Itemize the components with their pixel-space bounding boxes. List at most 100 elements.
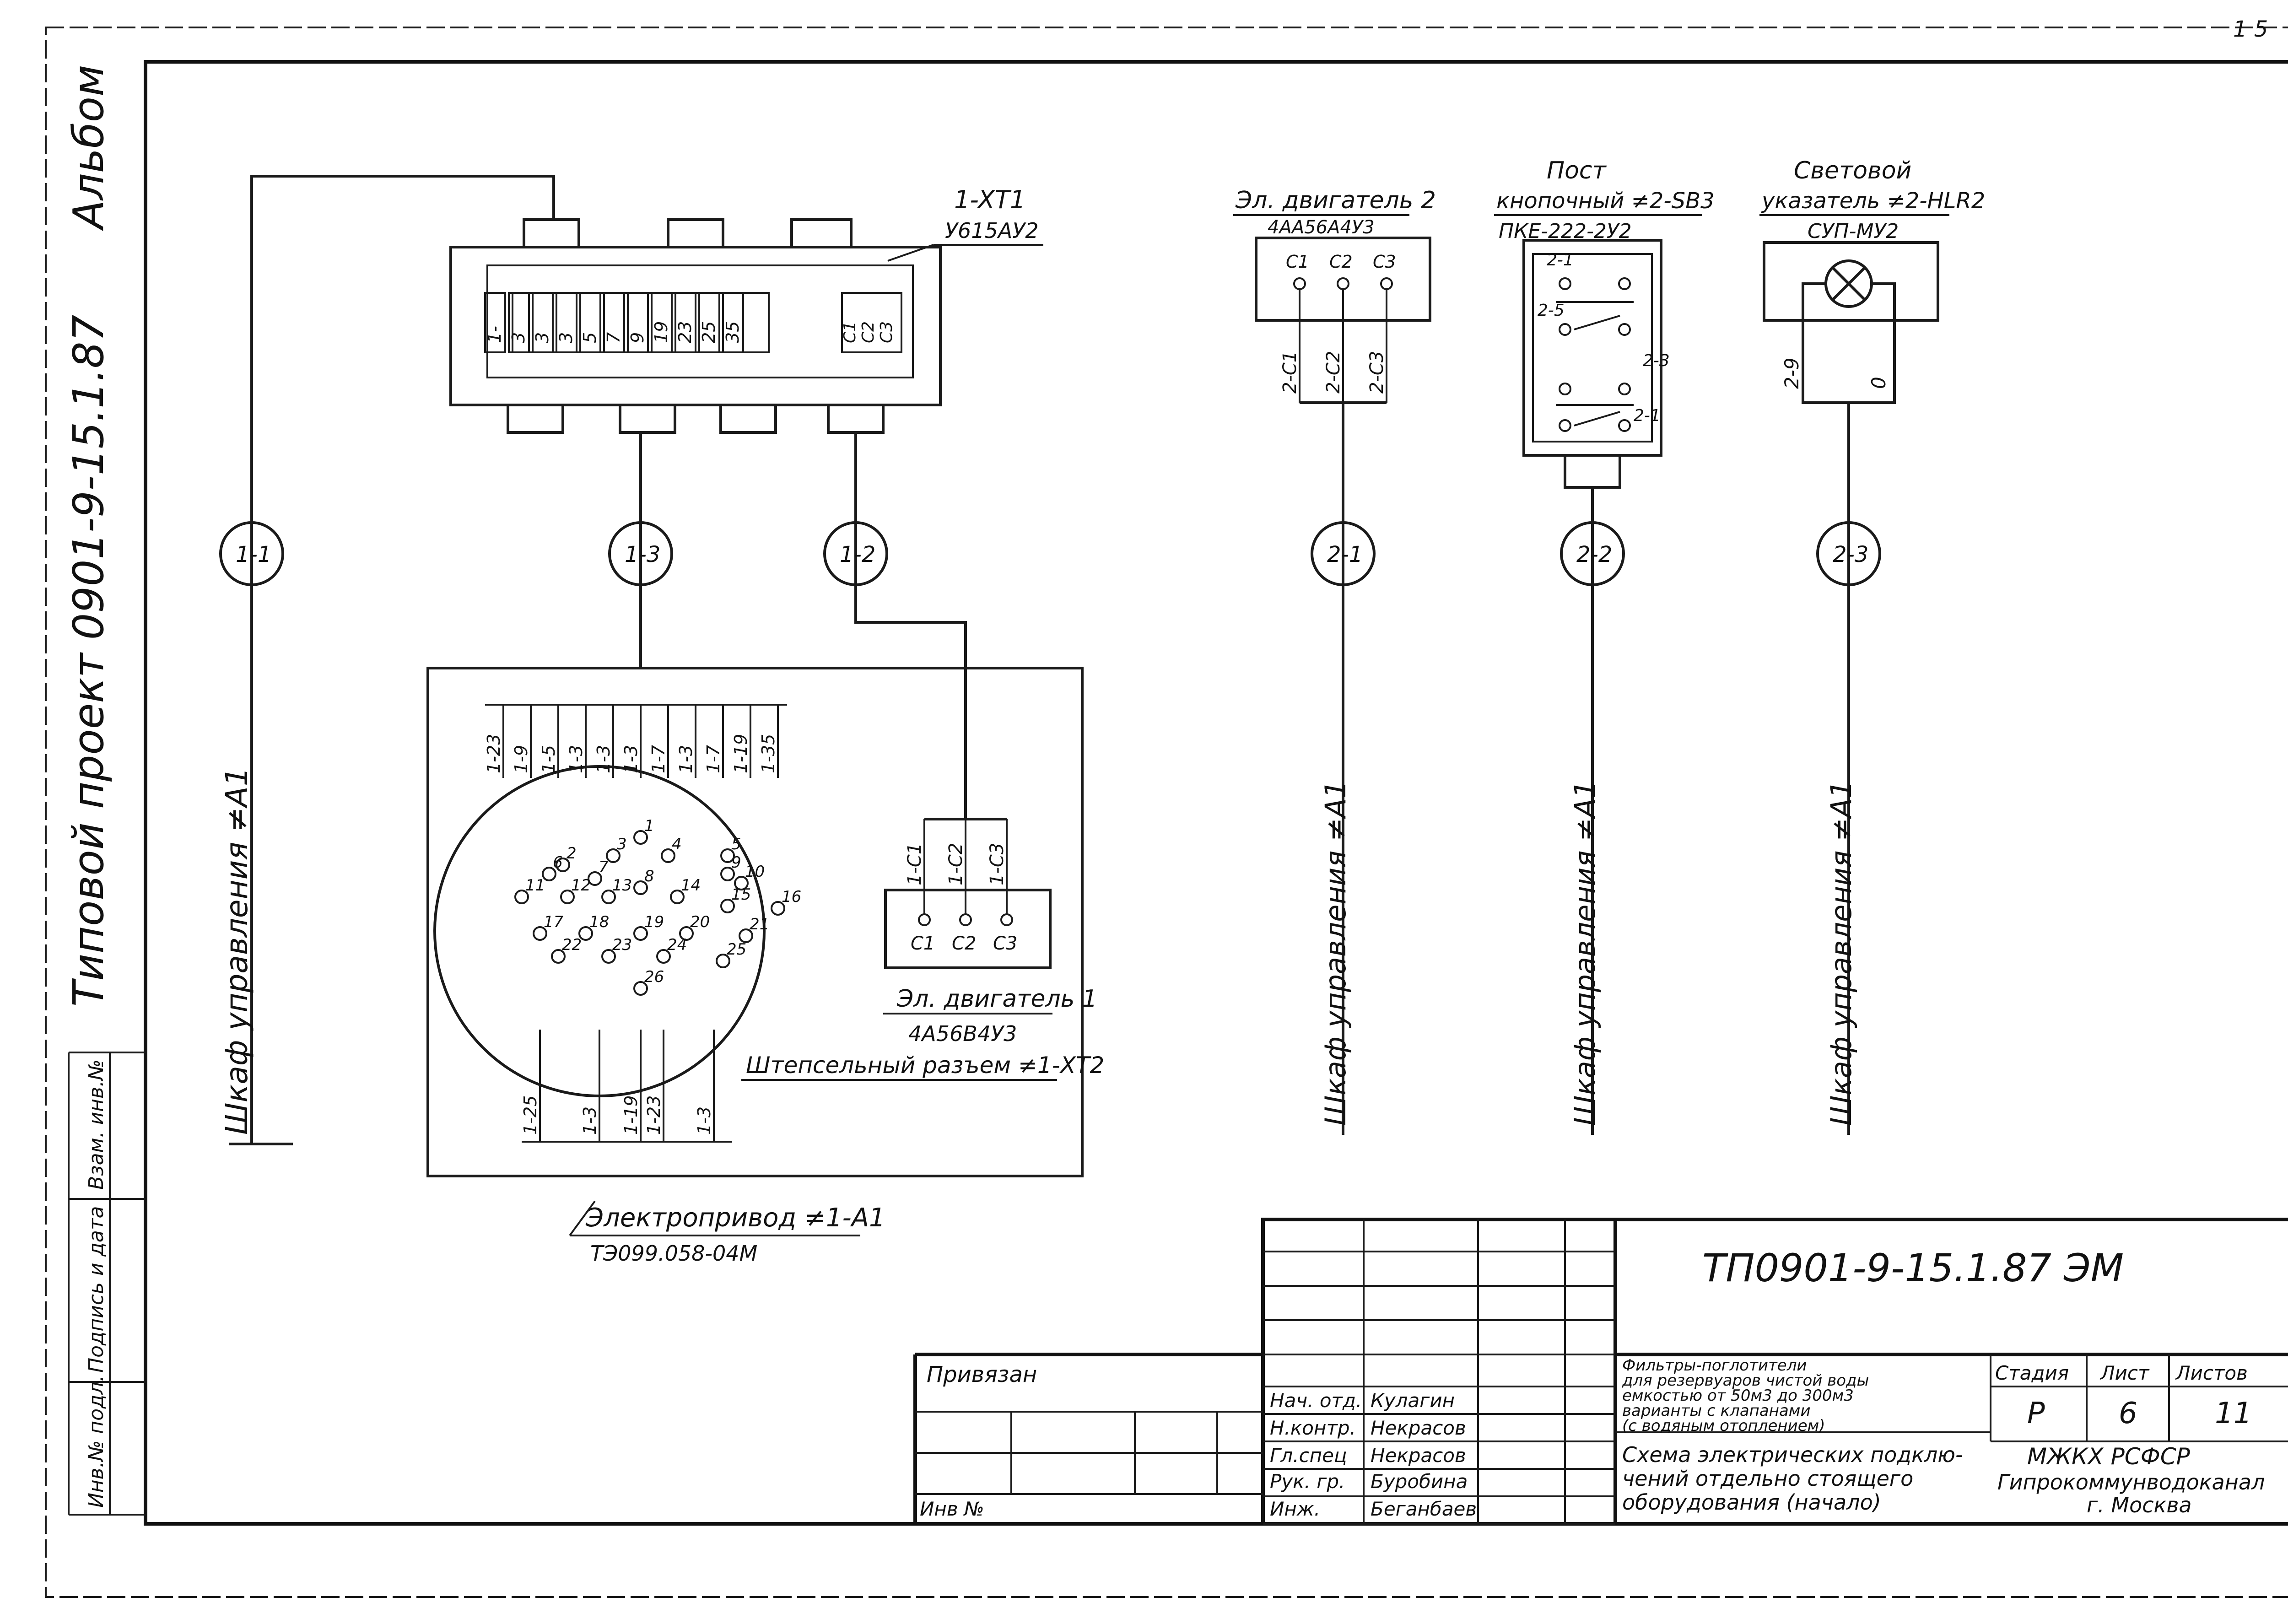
contact-label: 2-5 [1538, 301, 1565, 320]
desc-line: Фильтры-поглотители [1622, 1356, 1807, 1375]
motor1-title: Эл. двигатель 1 [896, 985, 1097, 1013]
drive-wire-label: 1-19 [621, 1095, 641, 1135]
terminal-label: 19 [651, 321, 671, 343]
name-label: Некрасов [1371, 1444, 1466, 1467]
project-title: Типовой проект 0901-9-15.1.87 [64, 315, 113, 1007]
connector-pin [734, 876, 749, 890]
doc-code: ТП0901-9-15.1.87 [1702, 1246, 2051, 1290]
pin-number: 7 [599, 858, 609, 876]
motor-terminal-label: C1 [1286, 252, 1309, 272]
connector-pin [601, 890, 616, 904]
terminal-cell [579, 292, 601, 353]
sheets-value: 11 [2215, 1397, 2252, 1430]
cable-1-3: 1-3 [608, 432, 673, 668]
role-label: Нач. отд. [1270, 1389, 1362, 1412]
cabinet-label: Шкаф управления ≠A1 [1824, 780, 1858, 1126]
connector-pin [720, 848, 735, 863]
album-label: Альбом [64, 65, 113, 231]
org-line: г. Москва [2087, 1493, 2192, 1517]
terminal-cell [532, 292, 554, 353]
pin-number: 20 [690, 913, 710, 931]
connector-pin [656, 949, 671, 964]
pin-number: 24 [667, 936, 687, 954]
drive-wire-label: 1-3 [580, 1106, 600, 1135]
pin-number: 12 [571, 876, 591, 895]
connector-pin [588, 871, 602, 886]
contact-pin [1618, 277, 1631, 290]
terminal-label: C2 [859, 321, 878, 343]
terminal-label: 9 [627, 332, 648, 343]
motor-terminal [959, 913, 972, 926]
connector-pin [633, 926, 648, 941]
stamp-field-inv: Инв.№ подл. [85, 1375, 108, 1508]
motor-wire-label: 1-C3 [987, 843, 1008, 885]
lamp-subtitle: указатель ≠2-HLR2 [1761, 188, 1985, 214]
terminal-label: 3 [556, 332, 576, 343]
desc-line: (с водяным отоплением) [1622, 1417, 1825, 1435]
cabinet-label: Шкаф управления ≠A1 [219, 767, 254, 1135]
motor-terminal [1380, 277, 1393, 290]
terminal-label: 3 [532, 332, 552, 343]
terminal-cell [722, 292, 744, 353]
motor-terminal [1337, 277, 1349, 290]
role-label: Рук. гр. [1270, 1470, 1345, 1493]
doc-mark: ЭМ [2063, 1246, 2124, 1290]
stamp-field-replace: Взам. инв.№ [85, 1059, 108, 1190]
connector-pin [601, 949, 616, 964]
contact-pin [1559, 323, 1571, 336]
cable-tag: 2-1 [1327, 542, 1363, 567]
pin-number: 25 [727, 940, 746, 959]
contact-label: 2-3 [1643, 351, 1670, 370]
stage-label: Стадия [1995, 1362, 2069, 1384]
sheets-label: Листов [2175, 1362, 2248, 1384]
connector-pin [560, 890, 575, 904]
desc-line: емкостью от 50м3 до 300м3 [1622, 1387, 1854, 1405]
motor-wire-label: 1-C1 [904, 843, 925, 885]
terminal-label: C1 [841, 321, 859, 343]
pin-number: 4 [672, 835, 682, 853]
inner-frame [144, 60, 2288, 1526]
pin-number: 19 [644, 913, 664, 931]
drive-wire-label: 1-7 [703, 745, 723, 773]
motor-2: Эл. двигатель 2 4АА56А4У3 C12-C1C22-C2C3… [1233, 187, 1436, 404]
cabinet-label: Шкаф управления ≠A1 [1319, 780, 1352, 1126]
terminal-cell [556, 292, 577, 353]
cable-2-3: 2-3 Шкаф управления ≠A1 [1816, 403, 1881, 1135]
motor-terminal-label: C3 [993, 933, 1017, 954]
pushbutton-subtitle: кнопочный ≠2-SB3 [1496, 188, 1715, 214]
connector-pin [542, 867, 556, 881]
side-stamp: Альбом Типовой проект 0901-9-15.1.87 Инв… [64, 65, 146, 1516]
terminal-label: 3 [508, 332, 529, 343]
pin-number: 11 [525, 876, 545, 895]
connector-pin [514, 890, 529, 904]
role-label: Гл.спец [1270, 1444, 1347, 1467]
pin-number: 10 [745, 863, 765, 881]
motor2-type: 4АА56А4У3 [1268, 217, 1375, 238]
terminal-block-name: 1-XT1 [954, 185, 1025, 214]
connector-pin [679, 926, 694, 941]
motor-terminal-label: C2 [952, 933, 976, 954]
drive-wire-label: 1-35 [758, 734, 778, 773]
contact-label: 2-1 [1634, 406, 1661, 425]
connector-pin [633, 981, 648, 996]
pushbutton-title: Пост [1547, 157, 1607, 184]
cable-tag: 1-2 [840, 542, 875, 567]
contact-pin [1559, 419, 1571, 432]
pin-number: 8 [644, 867, 654, 885]
signal-lamp: Световой указатель ≠2-HLR2 СУП-МУ2 2-9 0 [1759, 157, 1985, 404]
contact-pin [1559, 383, 1571, 395]
motor-wire-label: 2-C2 [1323, 351, 1344, 394]
stage-value: Р [2027, 1397, 2045, 1430]
terminal-label: 35 [723, 321, 743, 343]
pin-number: 22 [562, 936, 582, 954]
drive-wire-label: 1-9 [511, 745, 531, 773]
connector-pin [716, 954, 730, 968]
motor-terminal-label: C3 [1373, 252, 1396, 272]
name-label: Беганбаев [1371, 1498, 1477, 1520]
sheet-label: Лист [2099, 1362, 2150, 1384]
connector-pin [533, 926, 547, 941]
connector-pin [633, 880, 648, 895]
